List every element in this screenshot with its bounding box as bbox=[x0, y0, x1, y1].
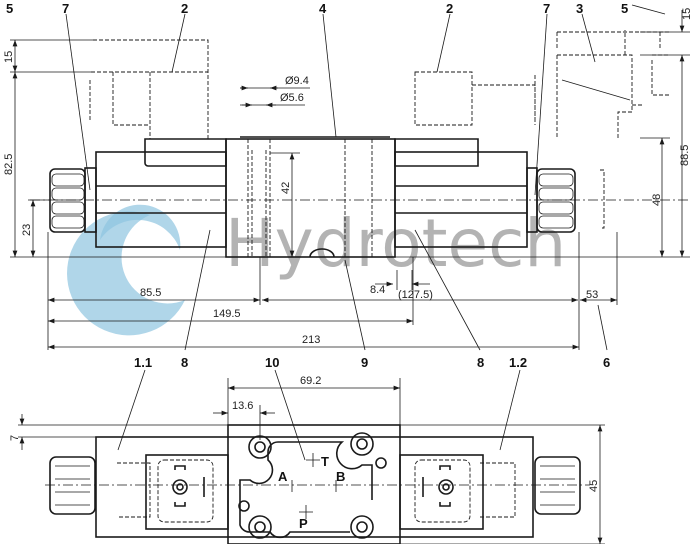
callout-10: 10 bbox=[265, 355, 279, 370]
callout-7: 7 bbox=[543, 1, 550, 16]
dim-5-6: Ø5.6 bbox=[280, 92, 304, 104]
callout-9: 9 bbox=[361, 355, 368, 370]
left-connector bbox=[89, 39, 209, 139]
port-b: B bbox=[336, 469, 345, 484]
dim-9-4: Ø9.4 bbox=[285, 75, 309, 87]
callout-3: 3 bbox=[576, 1, 583, 16]
dim-48: 48 bbox=[651, 194, 663, 206]
connector-3 bbox=[556, 30, 670, 138]
callout-7: 7 bbox=[62, 1, 69, 16]
dim-13-6: 13.6 bbox=[232, 400, 253, 412]
dim-23: 23 bbox=[21, 224, 33, 236]
dim-69-2: 69.2 bbox=[300, 375, 321, 387]
callout-5: 5 bbox=[6, 1, 13, 16]
callout-1-1: 1.1 bbox=[134, 355, 152, 370]
dim-42: 42 bbox=[280, 182, 292, 194]
port-t: T bbox=[321, 454, 329, 469]
left-knob bbox=[49, 168, 86, 233]
bottom-view bbox=[18, 378, 605, 544]
dim-88-5: 88.5 bbox=[679, 145, 690, 166]
dim-82-5: 82.5 bbox=[3, 154, 15, 175]
callout-4: 4 bbox=[319, 1, 327, 16]
left-knob-bottom bbox=[49, 456, 96, 515]
port-p: P bbox=[299, 516, 308, 531]
dim-85-5: 85.5 bbox=[140, 287, 161, 299]
dim-7: 7 bbox=[9, 435, 21, 441]
callout-6: 6 bbox=[603, 355, 610, 370]
callout-8: 8 bbox=[477, 355, 484, 370]
top-view bbox=[10, 4, 690, 461]
port-a: A bbox=[278, 469, 288, 484]
dim-45: 45 bbox=[588, 480, 600, 492]
valve-body-bottom bbox=[227, 424, 401, 544]
right-connector bbox=[414, 71, 536, 126]
right-knob-bottom bbox=[534, 456, 581, 515]
callout-8: 8 bbox=[181, 355, 188, 370]
callout-5: 5 bbox=[621, 1, 628, 16]
housing bbox=[95, 436, 534, 538]
right-knob bbox=[536, 168, 576, 233]
callout-2: 2 bbox=[446, 1, 453, 16]
dim-15-left: 15 bbox=[3, 51, 15, 63]
callout-2: 2 bbox=[181, 1, 188, 16]
dim-213: 213 bbox=[302, 334, 320, 346]
dim-15-right: 15 bbox=[681, 8, 690, 20]
dim-149-5: 149.5 bbox=[213, 308, 241, 320]
dim-8-4: 8.4 bbox=[370, 284, 385, 296]
dim-53: 53 bbox=[586, 289, 598, 301]
callout-1-2: 1.2 bbox=[509, 355, 527, 370]
dim-127-5: (127.5) bbox=[398, 289, 433, 301]
